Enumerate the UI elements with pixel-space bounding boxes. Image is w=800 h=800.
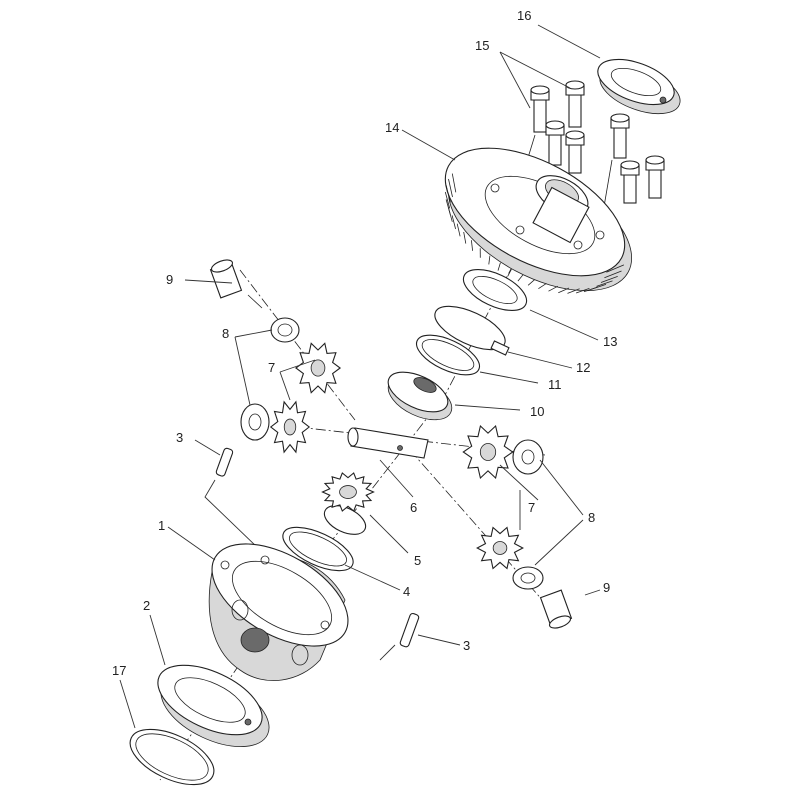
part-3-roll-pin-a bbox=[215, 447, 234, 477]
part-12-plate bbox=[434, 305, 510, 356]
callout-3-upper: 3 bbox=[176, 430, 183, 445]
callout-16: 16 bbox=[517, 8, 531, 23]
callout-5: 5 bbox=[414, 553, 421, 568]
callout-9-lower: 9 bbox=[603, 580, 610, 595]
part-7-spider-gear-d bbox=[476, 526, 524, 570]
part-13-washer bbox=[462, 269, 528, 311]
callout-2: 2 bbox=[143, 598, 150, 613]
callout-11: 11 bbox=[548, 377, 562, 392]
callout-9-upper: 9 bbox=[166, 272, 173, 287]
callout-15: 15 bbox=[475, 38, 489, 53]
part-7-spider-gear-b bbox=[269, 400, 311, 454]
callout-10: 10 bbox=[530, 404, 544, 419]
callout-1: 1 bbox=[158, 518, 165, 533]
part-10-side-gear bbox=[387, 371, 453, 421]
part-5-side-gear bbox=[321, 472, 375, 535]
callout-17: 17 bbox=[112, 663, 126, 678]
part-1-differential-case bbox=[208, 543, 349, 681]
callout-3-lower: 3 bbox=[463, 638, 470, 653]
part-9-pin-lower bbox=[539, 589, 573, 629]
part-14-ring-gear bbox=[444, 147, 633, 294]
part-7-spider-gear-a bbox=[294, 342, 342, 394]
part-8-washer-a bbox=[270, 317, 300, 343]
part-8-washer-b bbox=[240, 403, 270, 441]
callout-8-upper: 8 bbox=[222, 326, 229, 341]
callout-13: 13 bbox=[603, 334, 617, 349]
part-8-washer-d bbox=[512, 566, 544, 590]
leader-lines bbox=[119, 24, 601, 729]
part-9-pin-upper bbox=[209, 259, 263, 309]
callout-8-lower: 8 bbox=[588, 510, 595, 525]
part-6-cross-shaft bbox=[347, 427, 429, 459]
callout-7-upper: 7 bbox=[268, 360, 275, 375]
part-8-washer-c bbox=[512, 439, 544, 475]
callout-6: 6 bbox=[410, 500, 417, 515]
part-3-roll-pin-b bbox=[399, 612, 420, 648]
callout-labels: 16 15 14 13 12 11 10 9 8 7 3 6 7 8 1 5 4… bbox=[112, 8, 617, 678]
part-16-bearing bbox=[597, 58, 681, 115]
part-17-shim bbox=[129, 728, 215, 786]
part-4-washer bbox=[282, 526, 354, 572]
part-2-bearing bbox=[157, 664, 270, 748]
callout-12: 12 bbox=[576, 360, 590, 375]
callout-7-lower: 7 bbox=[528, 500, 535, 515]
callout-4: 4 bbox=[403, 584, 410, 599]
callout-14: 14 bbox=[385, 120, 399, 135]
part-15-bolts bbox=[514, 80, 665, 231]
part-11-ring bbox=[415, 334, 481, 376]
